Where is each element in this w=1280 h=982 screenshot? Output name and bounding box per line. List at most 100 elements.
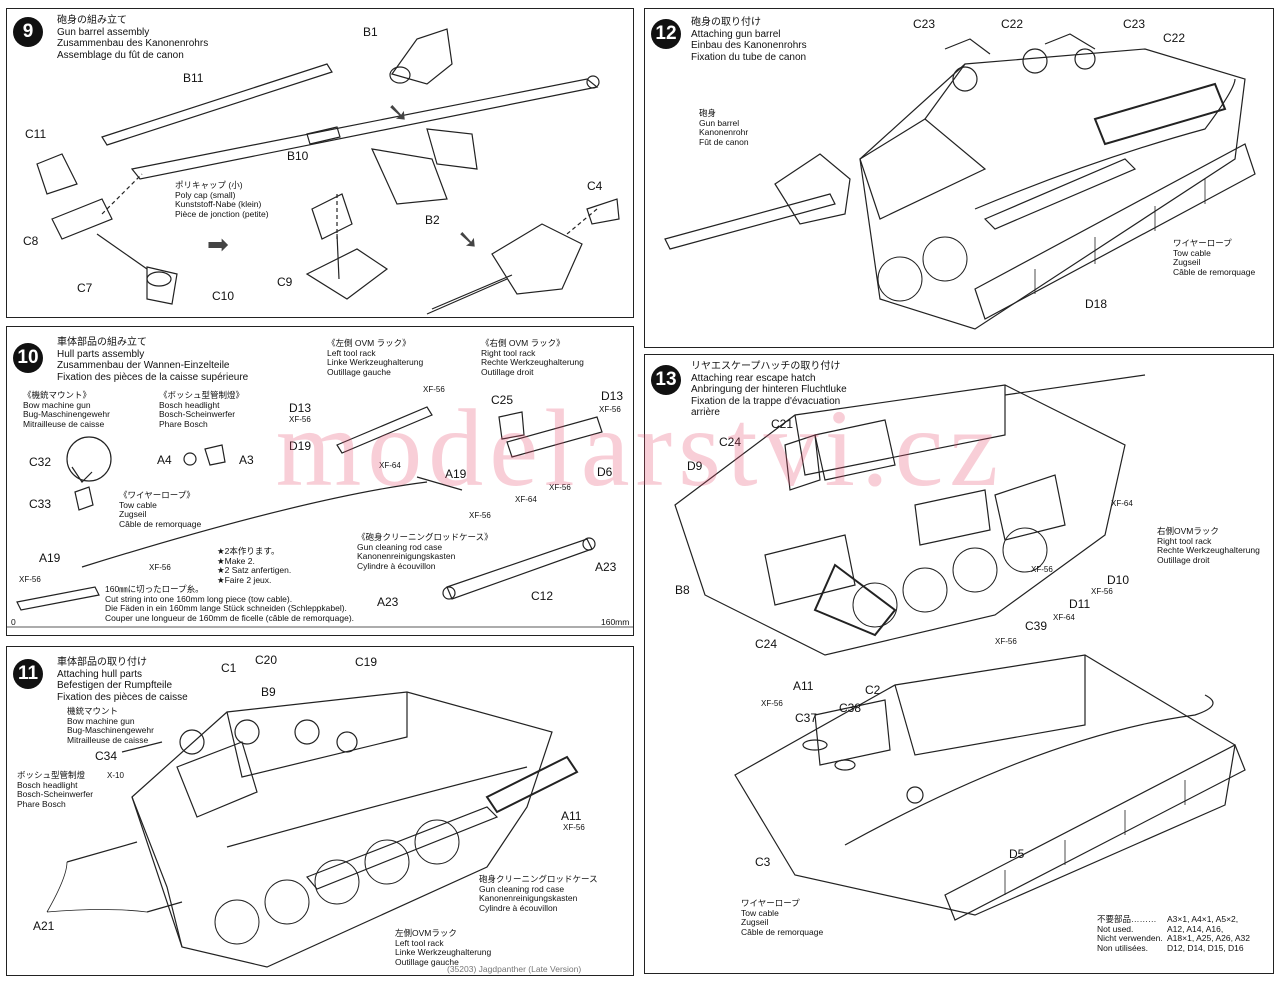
- part-label: A19: [39, 551, 61, 565]
- part-label: C37: [795, 711, 818, 725]
- paint-code: XF-64: [379, 461, 401, 470]
- part-label: C23: [913, 17, 936, 31]
- step-title: リヤエスケープハッチの取り付け Attaching rear escape ha…: [691, 361, 847, 418]
- part-label: C22: [1001, 17, 1024, 31]
- step-10-panel: 10 車体部品の組み立て Hull parts assembly Zusamme…: [6, 326, 634, 636]
- part-label: C22: [1163, 31, 1186, 45]
- paint-code: XF-56: [423, 385, 445, 394]
- part-label: D18: [1085, 297, 1108, 311]
- part-label: C21: [771, 417, 794, 431]
- paint-code: XF-64: [515, 495, 537, 504]
- step-number: 11: [13, 659, 43, 689]
- assembly-arrow-icon: ➘: [457, 224, 479, 254]
- part-label: D19: [289, 439, 312, 453]
- step-title: 車体部品の取り付け Attaching hull parts Befestige…: [57, 657, 188, 703]
- step-number: 12: [651, 19, 681, 49]
- rod-case-caption: 砲身クリーニングロッドケース Gun cleaning rod case Kan…: [479, 874, 598, 913]
- part-label: C8: [23, 234, 39, 248]
- part-label: D9: [687, 459, 703, 473]
- make-two-note: ★2本作ります。 ★Make 2. ★2 Satz anfertigen. ★F…: [217, 546, 292, 585]
- part-label: C23: [1123, 17, 1146, 31]
- part-label: C24: [755, 637, 778, 651]
- gun-barrel-attach-drawing: [664, 33, 1256, 330]
- step-number: 9: [13, 17, 43, 47]
- step-13-panel: 13 リヤエスケープハッチの取り付け Attaching rear escape…: [644, 354, 1274, 974]
- part-label: D13: [289, 401, 312, 415]
- paint-code: XF-56: [563, 823, 585, 832]
- step-12-panel: 12 砲身の取り付け Attaching gun barrel Einbau d…: [644, 8, 1274, 348]
- right-rack-caption: 《右側 OVM ラック》 Right tool rack Rechte Werk…: [481, 338, 584, 377]
- paint-code: XF-56: [469, 511, 491, 520]
- cut-string-note: 160㎜に切ったロープ糸。 Cut string into one 160mm …: [105, 584, 355, 623]
- part-label: A11: [793, 679, 814, 693]
- part-label: C32: [29, 455, 52, 469]
- step-title: 車体部品の組み立て Hull parts assembly Zusammenba…: [57, 337, 249, 383]
- step-number: 13: [651, 365, 681, 395]
- part-label: C12: [531, 589, 554, 603]
- part-label: A19: [445, 467, 467, 481]
- part-label: C11: [25, 127, 47, 141]
- hull-attach-drawing: [46, 691, 579, 968]
- gun-barrel-caption: 砲身 Gun barrel Kanonenrohr Fût de canon: [699, 108, 749, 147]
- part-label: C7: [77, 281, 93, 295]
- step-title: 砲身の取り付け Attaching gun barrel Einbau des …: [691, 17, 807, 63]
- part-label: C24: [719, 435, 742, 449]
- tow-cable-caption: 《ワイヤーロープ》 Tow cable Zugseil Câble de rem…: [119, 490, 202, 529]
- part-label: D11: [1069, 597, 1091, 611]
- part-label: C33: [29, 497, 52, 511]
- rod-case-caption: 《砲身クリーニングロッドケース》 Gun cleaning rod case K…: [357, 532, 493, 571]
- part-label: C1: [221, 661, 237, 675]
- part-label: C34: [95, 749, 118, 763]
- hull-parts-drawing: [7, 406, 633, 628]
- paint-code: X-10: [107, 771, 124, 780]
- paint-code: XF-56: [761, 699, 783, 708]
- part-label: B10: [287, 149, 309, 163]
- part-label: C19: [355, 655, 378, 669]
- left-rack-caption: 《左側 OVM ラック》 Left tool rack Linke Werkze…: [327, 338, 424, 377]
- part-label: C2: [865, 683, 881, 697]
- part-label: B1: [363, 25, 378, 39]
- part-label: D10: [1107, 573, 1130, 587]
- part-label: D5: [1009, 847, 1025, 861]
- part-label: B2: [425, 213, 440, 227]
- part-label: C38: [839, 701, 862, 715]
- part-label: B8: [675, 583, 690, 597]
- scale-end: 160mm: [601, 617, 630, 627]
- part-label: A21: [33, 919, 55, 933]
- paint-code: XF-56: [549, 483, 571, 492]
- gun-barrel-assembly-drawing: [36, 28, 620, 315]
- paint-code: XF-64: [1053, 613, 1075, 622]
- part-label: C3: [755, 855, 771, 869]
- bosch-caption: ボッシュ型管制燈 Bosch headlight Bosch-Scheinwer…: [17, 770, 94, 809]
- part-label: B9: [261, 685, 276, 699]
- part-label: C4: [587, 179, 603, 193]
- part-label: C10: [212, 289, 235, 303]
- assembly-arrow-icon: ➘: [387, 97, 409, 127]
- step-9-panel: 9 砲身の組み立て Gun barrel assembly Zusammenba…: [6, 8, 634, 318]
- paint-code: XF-64: [1111, 499, 1133, 508]
- left-rack-caption: 左側OVMラック Left tool rack Linke Werkzeugha…: [395, 928, 492, 967]
- right-rack-caption: 右側OVMラック Right tool rack Rechte Werkzeug…: [1157, 526, 1260, 565]
- poly-cap-note: ポリキャップ (小) Poly cap (small) Kunststoff-N…: [175, 180, 269, 219]
- part-label: C39: [1025, 619, 1048, 633]
- unused-parts-list: A3×1, A4×1, A5×2, A12, A14, A16, A18×1, …: [1167, 914, 1250, 953]
- part-label: C20: [255, 653, 278, 667]
- paint-code: XF-56: [1091, 587, 1113, 596]
- step-number: 10: [13, 343, 43, 373]
- part-label: D13: [601, 389, 624, 403]
- assembly-arrow-icon: ➡: [207, 229, 229, 259]
- part-label: A4: [157, 453, 172, 467]
- bow-gun-caption: 《機銃マウント》 Bow machine gun Bug-Maschinenge…: [23, 390, 110, 429]
- part-label: D6: [597, 465, 613, 479]
- step-11-panel: 11 車体部品の取り付け Attaching hull parts Befest…: [6, 646, 634, 976]
- rear-hatch-drawing: [674, 374, 1246, 921]
- tow-cable-caption: ワイヤーロープ Tow cable Zugseil Câble de remor…: [1173, 238, 1256, 277]
- bosch-caption: 《ボッシュ型管制燈》 Bosch headlight Bosch-Scheinw…: [159, 390, 245, 429]
- scale-start: 0: [11, 617, 16, 627]
- part-label: A23: [595, 560, 617, 574]
- paint-code: XF-56: [1031, 565, 1053, 574]
- tow-cable-caption: ワイヤーロープ Tow cable Zugseil Câble de remor…: [741, 898, 824, 937]
- unused-parts-label: 不要部品……… Not used. Nicht verwenden. Non u…: [1097, 914, 1163, 953]
- footer-text: (35203) Jagdpanther (Late Version): [447, 964, 582, 974]
- paint-code: XF-56: [149, 563, 171, 572]
